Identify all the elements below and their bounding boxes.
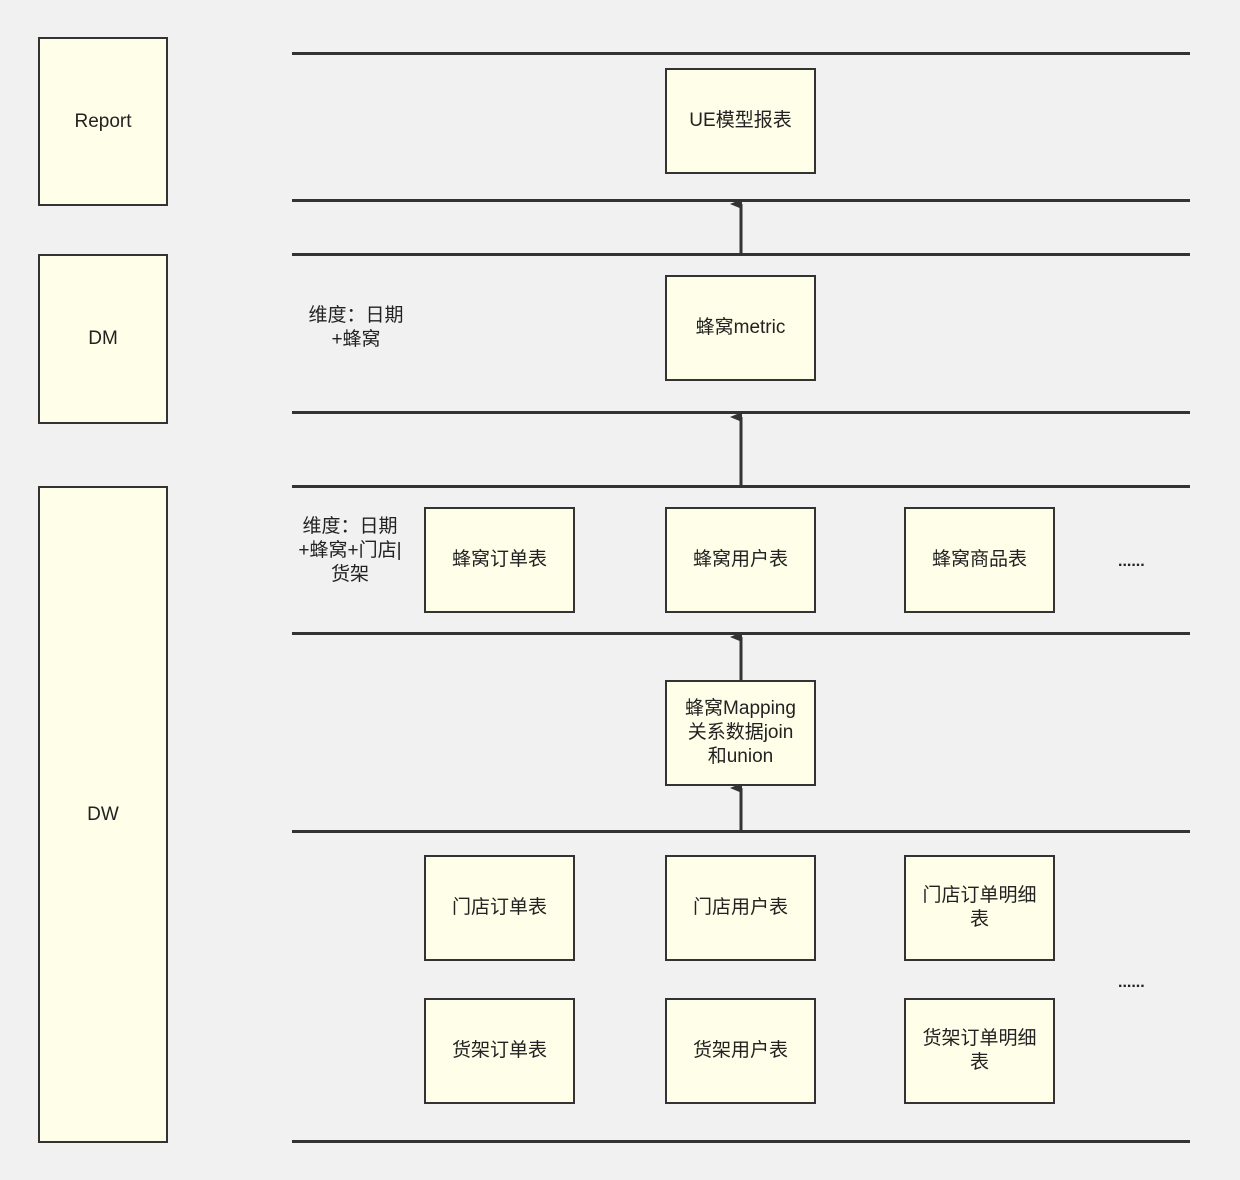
- node-shelf-order: 货架订单表: [424, 998, 575, 1104]
- band-line: [292, 830, 1190, 833]
- node-hive-metric: 蜂窝metric: [665, 275, 816, 381]
- band-line: [292, 52, 1190, 55]
- dm-dimension-note: 维度：日期 +蜂窝: [308, 305, 404, 350]
- node-store-order-detail: 门店订单明细 表: [904, 855, 1055, 961]
- layer-dm-label: DM: [88, 328, 118, 349]
- layer-report-label: Report: [74, 110, 132, 132]
- more-dw-tables: ......: [1118, 553, 1145, 570]
- dw-dimension-note: 维度：日期 +蜂窝+门店| 货架: [298, 516, 402, 585]
- node-ue-report: UE模型报表: [665, 68, 816, 174]
- node-shelf-user: 货架用户表: [665, 998, 816, 1104]
- node-hive-goods: 蜂窝商品表: [904, 507, 1055, 613]
- node-store-order: 门店订单表: [424, 855, 575, 961]
- node-shelf-order-detail: 货架订单明细 表: [904, 998, 1055, 1104]
- node-hive-user: 蜂窝用户表: [665, 507, 816, 613]
- band-line: [292, 485, 1190, 488]
- layer-dw: DW: [38, 486, 168, 1143]
- node-hive-mapping: 蜂窝Mapping 关系数据join 和union: [665, 680, 816, 786]
- more-source-tables: ......: [1118, 974, 1145, 991]
- layer-dm: DM: [38, 254, 168, 424]
- layer-dw-label: DW: [87, 803, 119, 825]
- layer-report: Report: [38, 37, 168, 206]
- band-line: [292, 1140, 1190, 1143]
- node-hive-order: 蜂窝订单表: [424, 507, 575, 613]
- band-line: [292, 253, 1190, 256]
- node-store-user: 门店用户表: [665, 855, 816, 961]
